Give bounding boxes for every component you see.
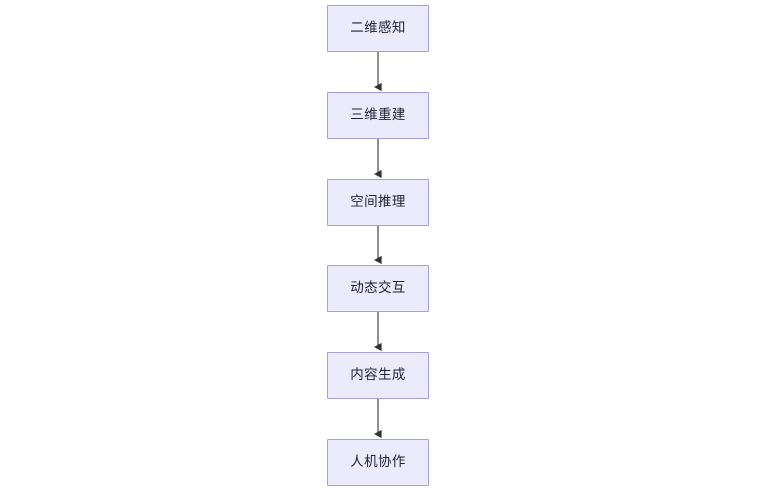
flow-node-content-generation[interactable]: 内容生成 xyxy=(327,352,429,399)
flow-node-label: 人机协作 xyxy=(350,453,406,470)
flow-node-label: 空间推理 xyxy=(350,193,406,210)
flow-node-3d-reconstruction[interactable]: 三维重建 xyxy=(327,92,429,139)
flow-node-label: 二维感知 xyxy=(350,19,406,36)
flow-node-human-machine-collaboration[interactable]: 人机协作 xyxy=(327,439,429,486)
flow-node-dynamic-interaction[interactable]: 动态交互 xyxy=(327,265,429,312)
flow-node-spatial-reasoning[interactable]: 空间推理 xyxy=(327,179,429,226)
flow-node-2d-perception[interactable]: 二维感知 xyxy=(327,5,429,52)
flow-node-label: 内容生成 xyxy=(350,366,406,383)
flow-node-label: 三维重建 xyxy=(350,106,406,123)
flow-node-label: 动态交互 xyxy=(350,279,406,296)
